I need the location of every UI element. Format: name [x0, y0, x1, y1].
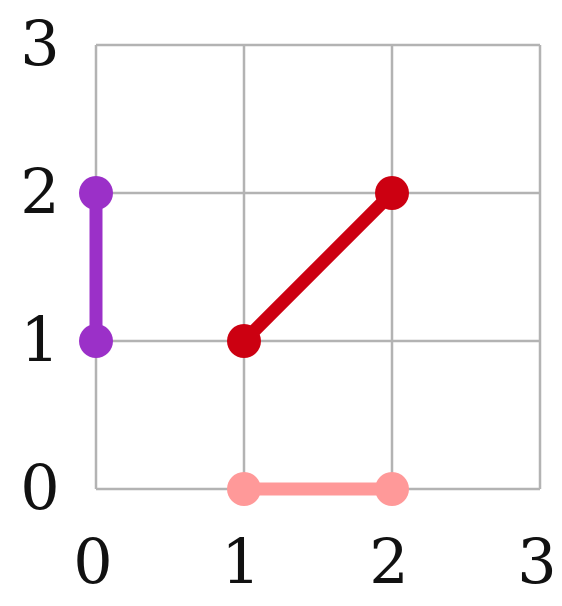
series-1-point-1: [375, 176, 409, 210]
x-tick-label-2: 2: [369, 525, 408, 598]
x-tick-label-1: 1: [221, 525, 260, 598]
x-tick-label-3: 3: [517, 525, 556, 598]
y-tick-label-3: 3: [20, 7, 59, 80]
series-2: [227, 472, 409, 506]
y-tick-label-1: 1: [20, 303, 59, 376]
x-tick-label-0: 0: [73, 525, 112, 598]
y-axis-tick-labels: 0 1 2 3: [20, 7, 59, 524]
series-2-point-0: [227, 472, 261, 506]
series-1-segment-0: [237, 186, 399, 348]
series-layer: [79, 176, 409, 506]
series-0-point-0: [79, 324, 113, 358]
y-tick-label-2: 2: [20, 155, 59, 228]
series-1-point-0: [227, 324, 261, 358]
series-0-point-1: [79, 176, 113, 210]
y-tick-label-0: 0: [20, 451, 59, 524]
x-axis-tick-labels: 0 1 2 3: [73, 525, 556, 598]
series-2-point-1: [375, 472, 409, 506]
series-1: [227, 176, 409, 358]
series-0: [79, 176, 113, 358]
